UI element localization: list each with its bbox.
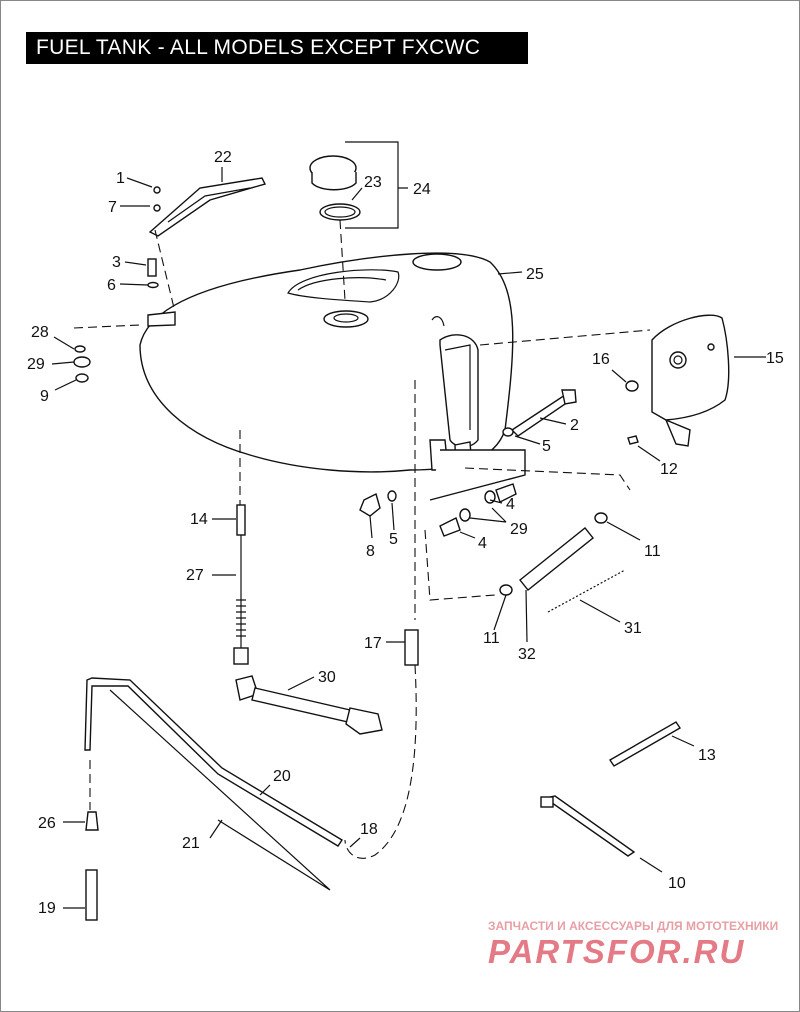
fuel-cap-24-part xyxy=(309,155,361,221)
callout-labels: 1 7 22 23 24 3 6 25 28 29 9 16 15 2 5 12… xyxy=(27,149,784,917)
callout-16: 16 xyxy=(592,351,610,368)
watermark-tagline: ЗАПЧАСТИ И АКСЕССУАРЫ ДЛЯ МОТОТЕХНИКИ xyxy=(488,919,778,933)
callout-10: 10 xyxy=(668,875,686,892)
callout-28: 28 xyxy=(31,324,49,341)
routing-lines xyxy=(73,219,651,859)
callout-24: 24 xyxy=(413,181,431,198)
straps-part xyxy=(540,721,681,857)
callout-22: 22 xyxy=(214,149,232,166)
rods-and-tubes-part xyxy=(84,629,419,921)
callout-12: 12 xyxy=(660,461,678,478)
callout-13: 13 xyxy=(698,747,716,764)
callout-5: 5 xyxy=(542,438,551,455)
callout-14: 14 xyxy=(190,511,208,528)
watermark: ЗАПЧАСТИ И АКСЕССУАРЫ ДЛЯ МОТОТЕХНИКИ PA… xyxy=(488,919,778,970)
callout-31: 31 xyxy=(624,620,642,637)
callout-29: 29 xyxy=(27,356,45,373)
hardware-parts xyxy=(359,389,577,537)
callout-15: 15 xyxy=(766,350,784,367)
callout-4: 4 xyxy=(506,496,515,513)
callout-2: 2 xyxy=(570,417,579,434)
grommet-stack-part xyxy=(73,345,91,383)
callout-1: 1 xyxy=(116,170,125,187)
page-title: FUEL TANK - ALL MODELS EXCEPT FXCWC xyxy=(26,32,528,64)
callout-8: 8 xyxy=(366,543,375,560)
callout-18: 18 xyxy=(360,821,378,838)
callout-17: 17 xyxy=(364,635,382,652)
leader-lines xyxy=(51,141,766,909)
petcock-line-part xyxy=(233,504,383,735)
callout-21: 21 xyxy=(182,835,200,852)
callout-23: 23 xyxy=(364,174,382,191)
callout-9: 9 xyxy=(40,388,49,405)
callout-11: 11 xyxy=(483,630,500,647)
fuel-tank-part xyxy=(139,252,514,473)
callout-7: 7 xyxy=(108,199,117,216)
hose-32-part xyxy=(499,512,626,613)
callout-3: 3 xyxy=(112,254,121,271)
cover-15-part xyxy=(625,314,730,447)
watermark-brand: PARTSFOR.RU xyxy=(488,933,745,970)
callout-27: 27 xyxy=(186,567,204,584)
callout-4: 4 xyxy=(478,535,487,552)
bracket-22-part xyxy=(147,177,267,289)
callout-5: 5 xyxy=(389,531,398,548)
callout-30: 30 xyxy=(318,669,336,686)
callout-20: 20 xyxy=(273,768,291,785)
callout-11: 11 xyxy=(644,543,661,560)
callout-19: 19 xyxy=(38,900,56,917)
callout-6: 6 xyxy=(107,277,116,294)
callout-29: 29 xyxy=(510,521,528,538)
callout-32: 32 xyxy=(518,646,536,663)
callout-26: 26 xyxy=(38,815,56,832)
callout-25: 25 xyxy=(526,266,544,283)
